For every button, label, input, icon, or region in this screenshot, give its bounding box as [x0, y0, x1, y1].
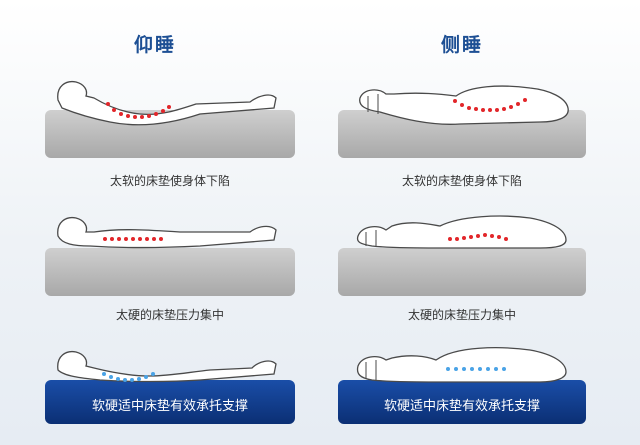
caption-soft-back: 太软的床垫使身体下陷	[109, 174, 230, 188]
pressure-dots-blue	[102, 372, 155, 382]
blue-mattress	[338, 380, 586, 424]
back-body-supported	[57, 350, 277, 383]
gray-mattress	[338, 248, 586, 296]
pressure-dots-red	[106, 102, 171, 119]
back-body-sagging	[57, 80, 277, 126]
side-hard-scene	[338, 215, 586, 296]
pressure-dots-red	[103, 237, 163, 241]
title-back-sleeping: 仰睡	[133, 34, 176, 56]
back-hard-scene	[45, 216, 295, 296]
pressure-dots-blue	[446, 367, 506, 371]
caption-ideal-back: 软硬适中床垫有效承托支撑	[92, 398, 248, 414]
caption-hard-back: 太硬的床垫压力集中	[115, 308, 224, 322]
back-soft-scene	[45, 80, 295, 158]
gray-mattress	[45, 248, 295, 296]
side-soft-scene	[338, 85, 586, 158]
caption-hard-side: 太硬的床垫压力集中	[407, 308, 516, 322]
caption-ideal-side: 软硬适中床垫有效承托支撑	[384, 398, 540, 414]
back-ideal-scene	[45, 350, 295, 424]
pressure-dots-red	[448, 233, 508, 241]
side-ideal-scene	[338, 347, 586, 424]
side-body-supported	[356, 347, 567, 383]
caption-soft-side: 太软的床垫使身体下陷	[401, 174, 522, 188]
title-side-sleeping: 侧睡	[440, 34, 483, 56]
back-body-flat	[57, 216, 277, 249]
side-body-raised	[356, 215, 567, 249]
blue-mattress	[45, 380, 295, 424]
pressure-dots-red	[453, 98, 527, 112]
